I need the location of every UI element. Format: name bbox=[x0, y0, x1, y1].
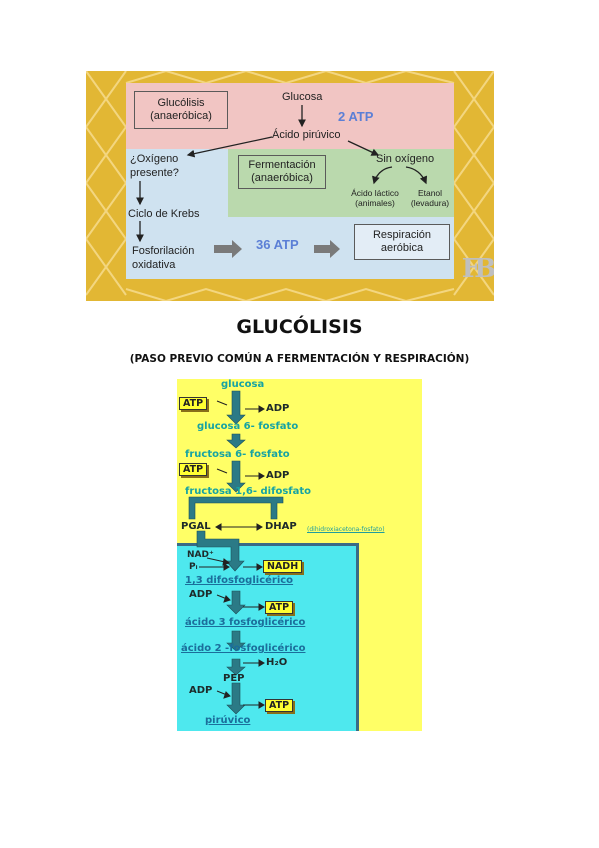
oxidative-line1: Fosforilación bbox=[132, 245, 195, 257]
adp-label-2: ADP bbox=[266, 470, 290, 481]
oxidative-line2: oxidativa bbox=[132, 259, 176, 271]
lactic-acid-sub: (animales) bbox=[355, 198, 395, 208]
ethanol-label: Etanol (levadura) bbox=[408, 188, 452, 208]
pyruvic-acid-label: Ácido pirúvico bbox=[272, 129, 341, 141]
glycolysis-sub: (anaeróbica) bbox=[150, 110, 212, 122]
lactic-acid-name: Ácido láctico bbox=[351, 188, 399, 198]
atp-tag-4: ATP bbox=[265, 699, 294, 712]
glycolysis-label: Glucólisis bbox=[157, 97, 205, 109]
nad-label: NAD⁺ bbox=[187, 550, 214, 560]
fructose-1-6-diphosphate: fructosa 1,6- difosfato bbox=[185, 486, 312, 497]
pep-label: PEP bbox=[223, 673, 245, 684]
aerobic-label: Respiración bbox=[372, 229, 432, 241]
page-title: GLUCÓLISIS bbox=[236, 316, 363, 338]
fructose-6-phosphate: fructosa 6- fosfato bbox=[185, 449, 290, 460]
adp-label-4: ADP bbox=[189, 685, 213, 696]
dhap-note: (dihidroxiacetona-fosfato) bbox=[307, 526, 385, 533]
lactic-acid-label: Ácido láctico (animales) bbox=[346, 188, 404, 208]
fermentation-label: Fermentación bbox=[248, 159, 316, 171]
3-phosphoglyceric-acid: ácido 3 fosfoglicérico bbox=[185, 617, 306, 628]
dhap-label: DHAP bbox=[265, 521, 297, 532]
pgal-label: PGAL bbox=[181, 521, 211, 532]
fermentation-sub: (anaeróbica) bbox=[251, 172, 313, 184]
fermentation-box: Fermentación(anaeróbica) bbox=[238, 155, 326, 189]
fb-logo: FB bbox=[461, 254, 494, 284]
atp-2-label: 2 ATP bbox=[338, 109, 374, 124]
krebs-label: Ciclo de Krebs bbox=[128, 208, 200, 220]
atp-tag-2: ATP bbox=[179, 463, 208, 476]
no-oxygen-label: Sin oxígeno bbox=[376, 153, 435, 165]
atp-36-label: 36 ATP bbox=[256, 237, 299, 252]
water-label: H₂O bbox=[266, 657, 288, 668]
glucose-label: Glucosa bbox=[282, 91, 323, 103]
1-3-diphosphoglyceric: 1,3 difosfoglicérico bbox=[185, 575, 294, 586]
pi-label: Pᵢ bbox=[189, 562, 198, 572]
glucose-6-phosphate: glucosa 6- fosfato bbox=[197, 421, 299, 432]
respiration-overview-diagram: Glucólisis(anaeróbica) Glucosa 2 ATP Áci… bbox=[86, 71, 494, 301]
oxygen-question-line1: ¿Oxígeno bbox=[130, 153, 179, 165]
ethanol-sub: (levadura) bbox=[410, 198, 450, 208]
aerobic-sub: aeróbica bbox=[380, 242, 424, 254]
atp-tag-1: ATP bbox=[179, 397, 208, 410]
pyruvic-step: pirúvico bbox=[205, 715, 251, 726]
glycolysis-box: Glucólisis(anaeróbica) bbox=[134, 91, 228, 129]
adp-label-3: ADP bbox=[189, 589, 213, 600]
2-phosphoglyceric-acid: ácido 2 -fosfoglicérico bbox=[181, 643, 306, 654]
page-subtitle: (PASO PREVIO COMÚN A FERMENTACIÓN Y RESP… bbox=[129, 353, 470, 365]
adp-label-1: ADP bbox=[266, 403, 290, 414]
glucose-step: glucosa bbox=[221, 379, 265, 390]
atp-tag-3: ATP bbox=[265, 601, 294, 614]
pathway-arrows bbox=[188, 390, 284, 715]
overview-arrows bbox=[136, 105, 428, 258]
glycolysis-pathway-diagram: glucosa ATP ADP glucosa 6- fosfato fruct… bbox=[177, 379, 422, 731]
nadh-tag: NADH bbox=[263, 560, 303, 573]
oxygen-question-line2: presente? bbox=[130, 167, 179, 179]
ethanol-name: Etanol bbox=[417, 188, 443, 198]
glycolysis-zone bbox=[126, 83, 454, 149]
fermentation-zone bbox=[228, 149, 454, 217]
